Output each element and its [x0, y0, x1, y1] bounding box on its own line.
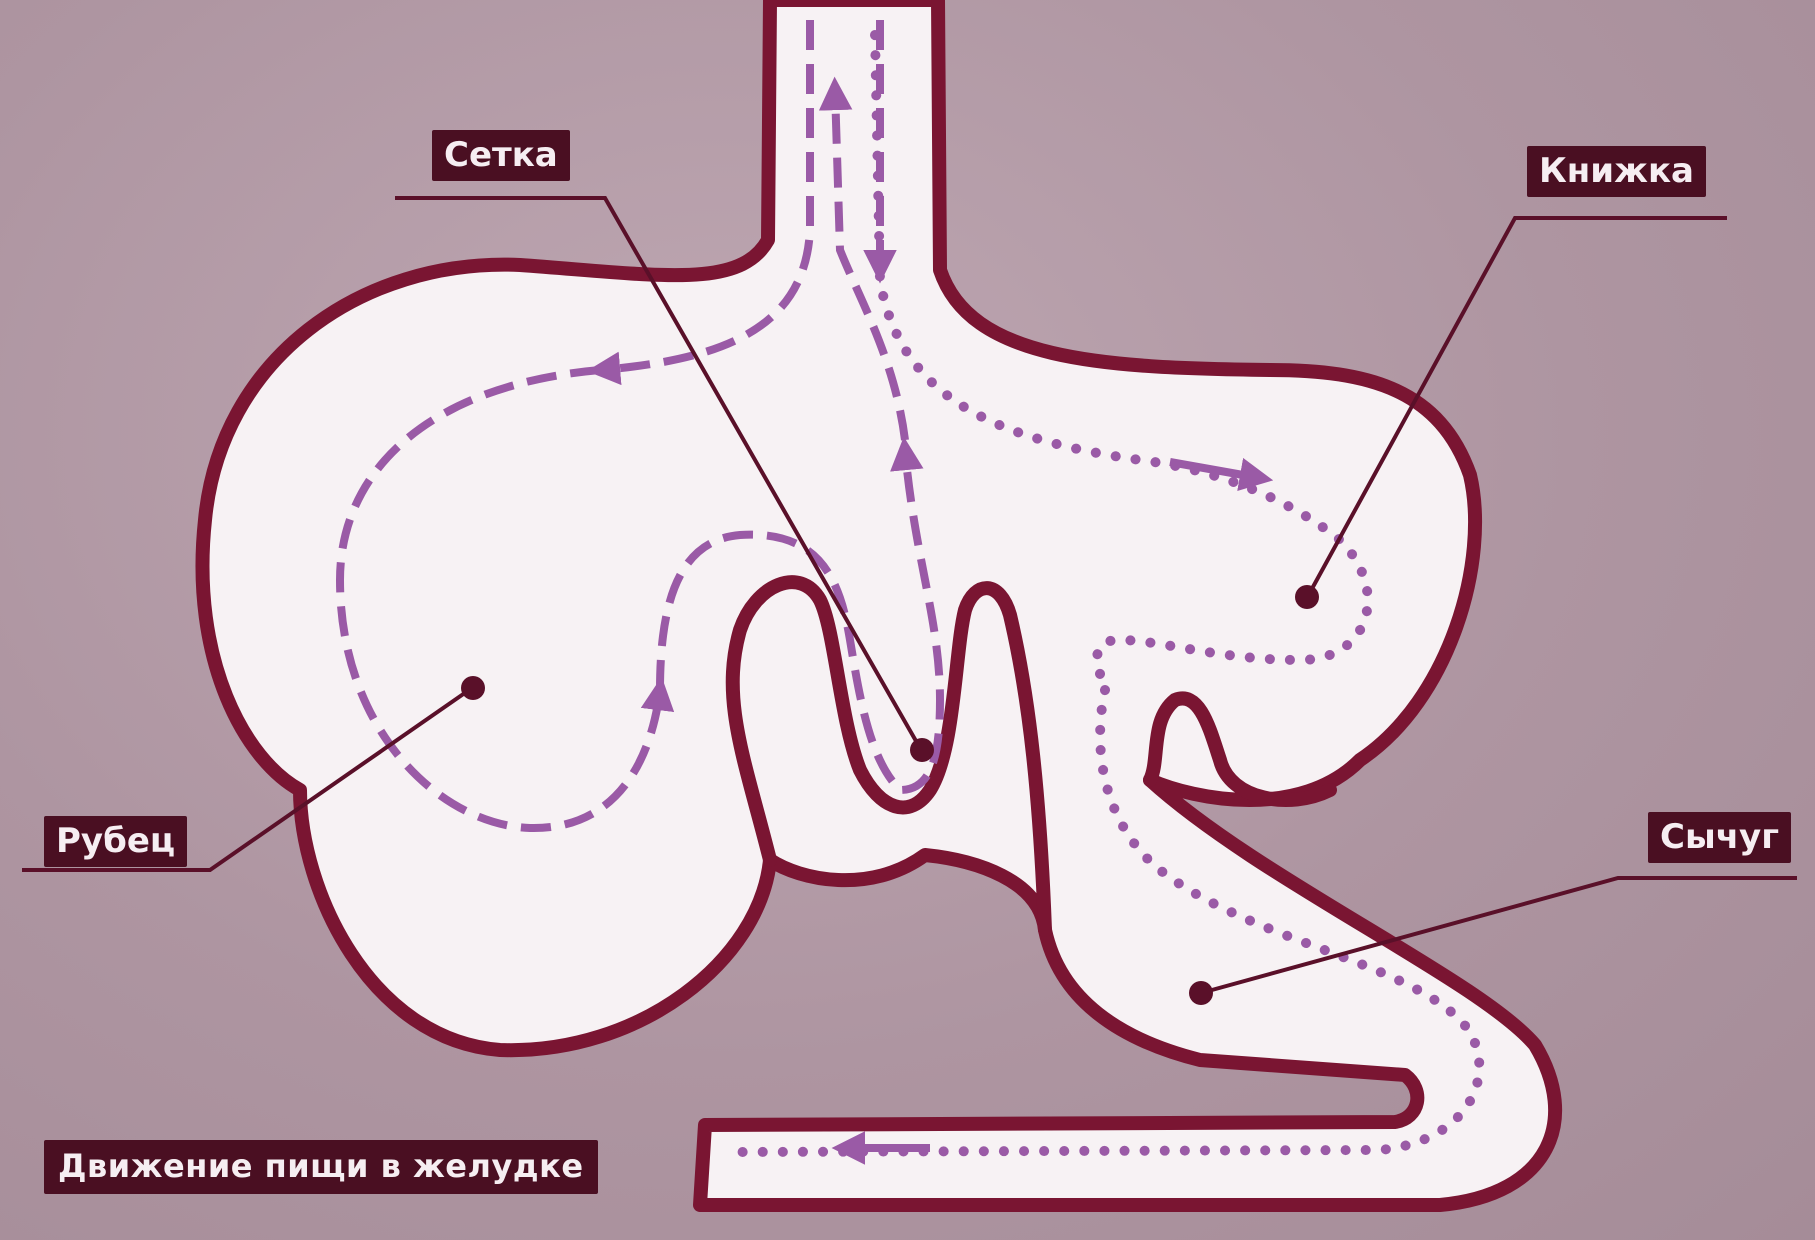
knizhka-label: Книжка: [1527, 146, 1706, 197]
setka-label: Сетка: [432, 130, 570, 181]
rubets-dot: [461, 676, 485, 700]
rubets-label: Рубец: [44, 816, 187, 867]
sychug-label: Сычуг: [1648, 812, 1791, 863]
setka-dot: [910, 738, 934, 762]
diagram-caption: Движение пищи в желудке: [44, 1140, 598, 1194]
sychug-dot: [1189, 981, 1213, 1005]
knizhka-dot: [1295, 585, 1319, 609]
